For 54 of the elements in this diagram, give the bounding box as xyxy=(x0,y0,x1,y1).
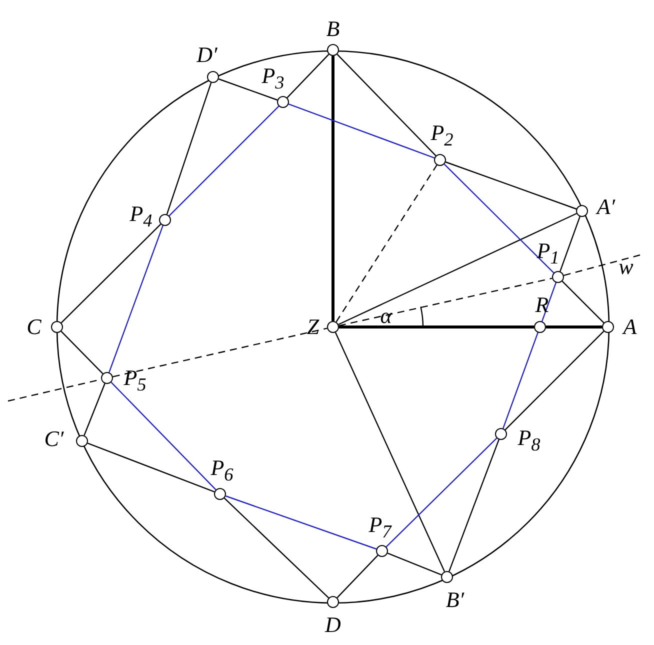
point-label: C′ xyxy=(44,428,64,450)
point-label: Z xyxy=(306,316,320,338)
line-segment xyxy=(168,106,280,216)
point-label: P$_{7}$ xyxy=(368,514,392,540)
point-label: B xyxy=(326,18,340,40)
line-segment xyxy=(338,212,577,326)
dashed-line xyxy=(112,328,328,378)
line-label: w xyxy=(618,256,634,278)
point-label: P$_{3}$ xyxy=(262,64,284,92)
line-segment xyxy=(445,161,577,210)
line-segment xyxy=(339,326,534,328)
line-segment xyxy=(286,54,330,98)
line-segment xyxy=(562,280,604,324)
dashed-line xyxy=(336,164,438,322)
line-segment xyxy=(336,54,436,156)
line-segment xyxy=(226,495,376,550)
line-segment xyxy=(386,438,498,548)
line-segment xyxy=(502,332,538,429)
point-label: C xyxy=(26,316,42,338)
point-label: B′ xyxy=(446,589,464,611)
line-segment xyxy=(84,383,106,436)
line-segment xyxy=(166,82,212,214)
line-segment xyxy=(110,382,216,490)
point-label: A xyxy=(623,316,637,338)
line-segment xyxy=(218,78,278,101)
point-label: P$_{4}$ xyxy=(130,202,152,230)
line-segment xyxy=(87,442,215,492)
line-segment xyxy=(108,225,164,373)
point-label: P$_{2}$ xyxy=(430,122,454,148)
line-segment xyxy=(546,326,602,328)
line-segment xyxy=(448,439,500,572)
line-segment xyxy=(387,552,442,576)
point-label: P$_{5}$ xyxy=(124,366,146,394)
point-label: P$_{8}$ xyxy=(518,426,540,454)
point-label: P$_{1}$ xyxy=(536,240,560,266)
point-label: R xyxy=(535,294,549,316)
point-label: A′ xyxy=(596,196,616,218)
dashed-line xyxy=(564,254,640,276)
line-segment xyxy=(334,332,446,572)
dashed-line xyxy=(338,278,552,326)
point-label: D′ xyxy=(196,44,218,66)
point-label: P$_{6}$ xyxy=(210,456,234,484)
line-segment xyxy=(560,216,580,272)
line-segment xyxy=(444,164,554,274)
angle-label: α xyxy=(380,305,392,327)
point-label: D xyxy=(325,614,341,636)
line-segment xyxy=(60,224,162,324)
line-segment xyxy=(224,498,330,598)
line-segment xyxy=(288,104,435,158)
line-segment xyxy=(336,554,378,598)
line-segment xyxy=(504,330,604,430)
line-segment xyxy=(60,330,104,374)
line-segment xyxy=(332,56,334,321)
line-segment xyxy=(541,282,557,322)
